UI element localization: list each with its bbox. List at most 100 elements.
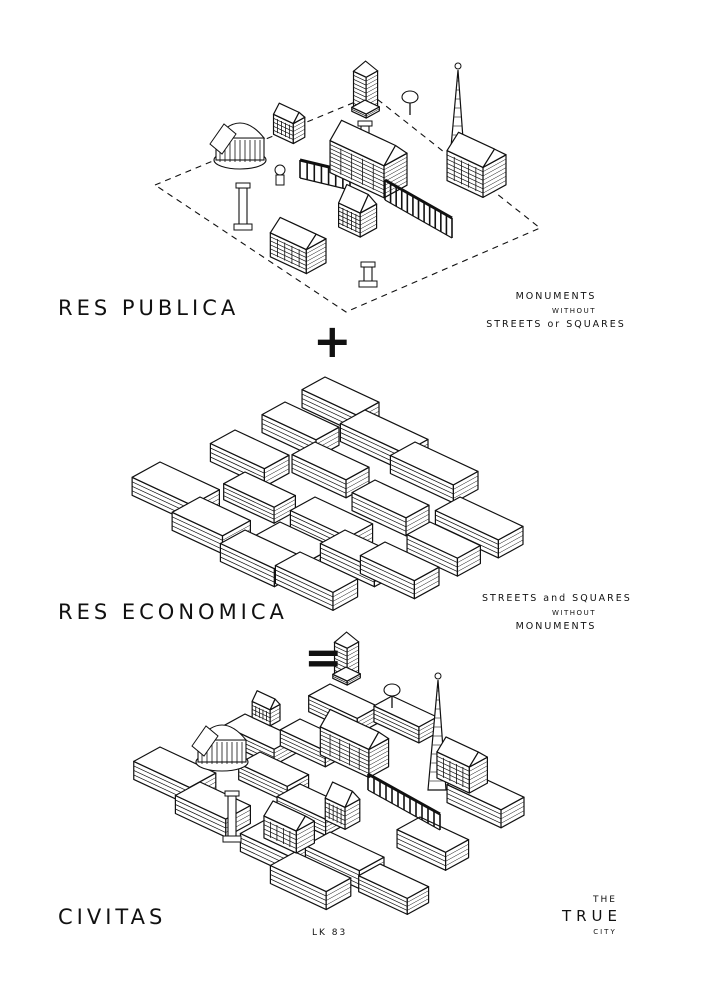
civitas-clock-tower-cap: [333, 631, 360, 649]
basilica-body-hatch: [329, 144, 385, 171]
fountain-plinth: [358, 280, 378, 288]
civitas-spire-finial: [434, 672, 442, 680]
urban-block: [389, 441, 479, 504]
city-block-hatch: [396, 842, 446, 867]
civitas-pantheon: [191, 724, 249, 772]
civitas-pavilion-body-hatch: [344, 803, 360, 812]
tree: [401, 90, 419, 115]
urban-block-hatch: [220, 556, 275, 583]
civitas-gate-body-hatch: [252, 705, 271, 715]
basilica-body-hatch: [383, 168, 408, 183]
fountain-capital: [360, 261, 376, 268]
urban-block-hatch: [414, 571, 440, 586]
urban-block-hatch: [264, 459, 290, 474]
civitas-gate-body-hatch: [270, 708, 281, 715]
urban-block-top: [223, 471, 296, 508]
city-block-hatch: [276, 800, 326, 824]
basilica-body-hatch: [383, 160, 408, 175]
urban-block-hatch: [345, 471, 370, 485]
clock-tower-shaft-hatch: [353, 74, 367, 82]
urban-block-hatch: [223, 495, 275, 520]
civitas-gate-body-hatch: [252, 709, 271, 719]
city-block-hatch: [358, 887, 408, 911]
urban-block-top: [434, 496, 524, 541]
urban-block-hatch: [291, 463, 347, 490]
city-block-hatch: [326, 891, 351, 906]
city-block-hatch: [446, 788, 502, 815]
townhouse-body-hatch: [270, 252, 307, 270]
pavilion: [338, 183, 378, 238]
clock-tower-shaft-hatch: [353, 78, 367, 86]
monumental-column-capital: [235, 182, 251, 189]
clock-tower-base-hatch: [366, 108, 380, 117]
civitas-basilica-body-hatch: [320, 734, 370, 758]
res-economica-caption-line3: MONUMENTS: [515, 621, 597, 632]
city-block-hatch: [305, 849, 360, 876]
townhouse-body-hatch: [270, 244, 307, 262]
urban-block-top: [359, 541, 440, 582]
civitas-clock-tower-shaft-hatch: [334, 657, 348, 665]
urban-block-hatch: [390, 468, 454, 499]
civitas-pavilion-body-hatch: [325, 815, 346, 826]
monumental-column: [233, 182, 253, 231]
urban-block-hatch: [220, 552, 275, 579]
civitas-tree: [383, 683, 401, 708]
urban-block-hatch: [406, 538, 458, 563]
civitas-basilica-body-hatch: [368, 754, 389, 766]
urban-block-top: [219, 529, 300, 570]
townhouse-roof-gable: [305, 233, 327, 251]
clock-tower-shaft-hatch: [353, 82, 367, 90]
city-block: [174, 781, 251, 838]
city-block-hatch: [133, 765, 190, 793]
urban-block-hatch: [453, 475, 479, 490]
urban-block: [406, 521, 481, 577]
small-gate: [272, 102, 306, 145]
civitas-clock-tower-shaft-hatch: [346, 645, 359, 653]
small-gate-body-hatch: [273, 125, 294, 136]
city-block: [373, 695, 438, 744]
civitas-basilica-body-hatch: [368, 762, 389, 774]
townhouse-body-hatch: [306, 250, 327, 262]
civitas-townhouse-body-hatch: [296, 829, 315, 841]
clock-tower-shaft-hatch: [353, 90, 367, 98]
urban-block-hatch: [435, 519, 499, 550]
res-economica-caption: STREETS and SQUARES WITHOUT MONUMENTS: [482, 592, 630, 634]
city-block-hatch: [373, 717, 420, 740]
urban-block-top: [261, 401, 340, 441]
pavilion-body-hatch: [338, 218, 361, 230]
urban-block-top: [351, 479, 430, 519]
basilica-body-hatch: [329, 160, 385, 187]
city-block: [396, 816, 470, 871]
urban-block-hatch: [390, 464, 454, 495]
cathedral-nave-roof-gable: [482, 148, 507, 168]
civitas-townhouse-body-hatch: [263, 819, 297, 836]
cathedral-nave-body-hatch: [446, 154, 484, 173]
res-publica-caption-line3: STREETS or SQUARES: [486, 319, 626, 330]
true-city-line3: CITY: [593, 928, 617, 936]
urban-block-hatch: [414, 575, 440, 590]
civitas-townhouse-body-hatch: [296, 834, 315, 845]
civitas-pavilion: [324, 781, 361, 830]
basilica-body-hatch: [383, 176, 408, 191]
city-block-hatch: [280, 733, 326, 756]
equals-operator: =: [304, 630, 343, 684]
city-block-hatch: [270, 874, 327, 901]
city-block-hatch: [326, 886, 351, 901]
cathedral-nave-body-hatch: [446, 158, 484, 177]
urban-block-hatch: [457, 558, 481, 572]
urban-block-hatch: [414, 580, 440, 595]
civitas-basilica-body-hatch: [320, 738, 370, 762]
clock-tower-shaft-hatch: [365, 78, 378, 86]
fountain: [358, 261, 378, 288]
urban-block-hatch: [405, 513, 430, 528]
urban-block-hatch: [453, 480, 479, 495]
city-block-hatch: [326, 882, 351, 897]
urban-block-hatch: [261, 423, 317, 450]
city-block-hatch: [407, 894, 429, 907]
urban-block-hatch: [498, 539, 524, 554]
city-block-hatch: [175, 808, 226, 833]
clock-tower-cap: [352, 60, 379, 78]
clock-tower-shaft-hatch: [365, 94, 378, 102]
civitas-pavilion-body-hatch: [325, 810, 346, 821]
urban-block-hatch: [406, 547, 458, 572]
